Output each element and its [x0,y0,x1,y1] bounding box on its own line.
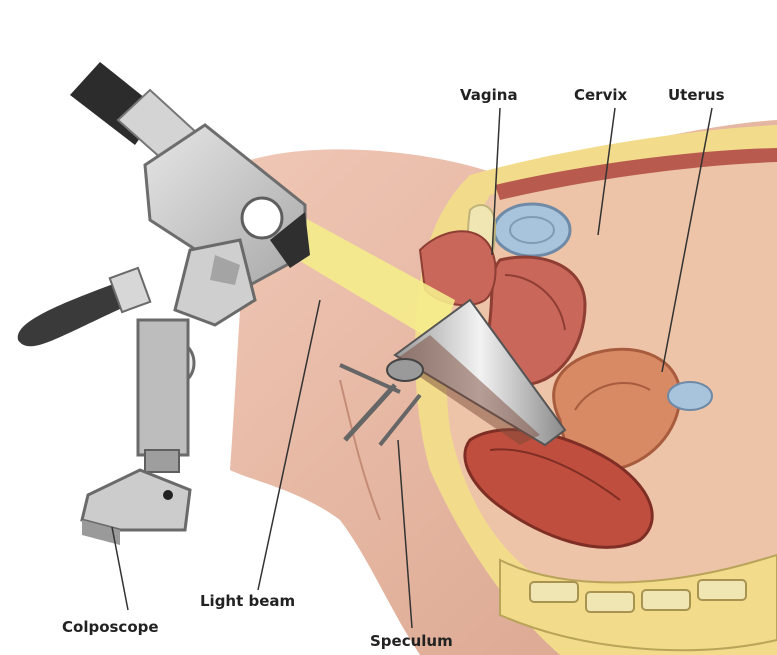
scope-lens-port [242,198,282,238]
label-vagina: Vagina [460,86,518,104]
label-cervix: Cervix [574,86,627,104]
bladder [494,204,570,256]
scope-column [138,320,188,455]
label-uterus: Uterus [668,86,725,104]
ovary [668,382,712,410]
label-colposcope: Colposcope [62,618,159,636]
scope-base [82,470,190,530]
label-speculum: Speculum [370,632,453,650]
label-light-beam: Light beam [200,592,295,610]
